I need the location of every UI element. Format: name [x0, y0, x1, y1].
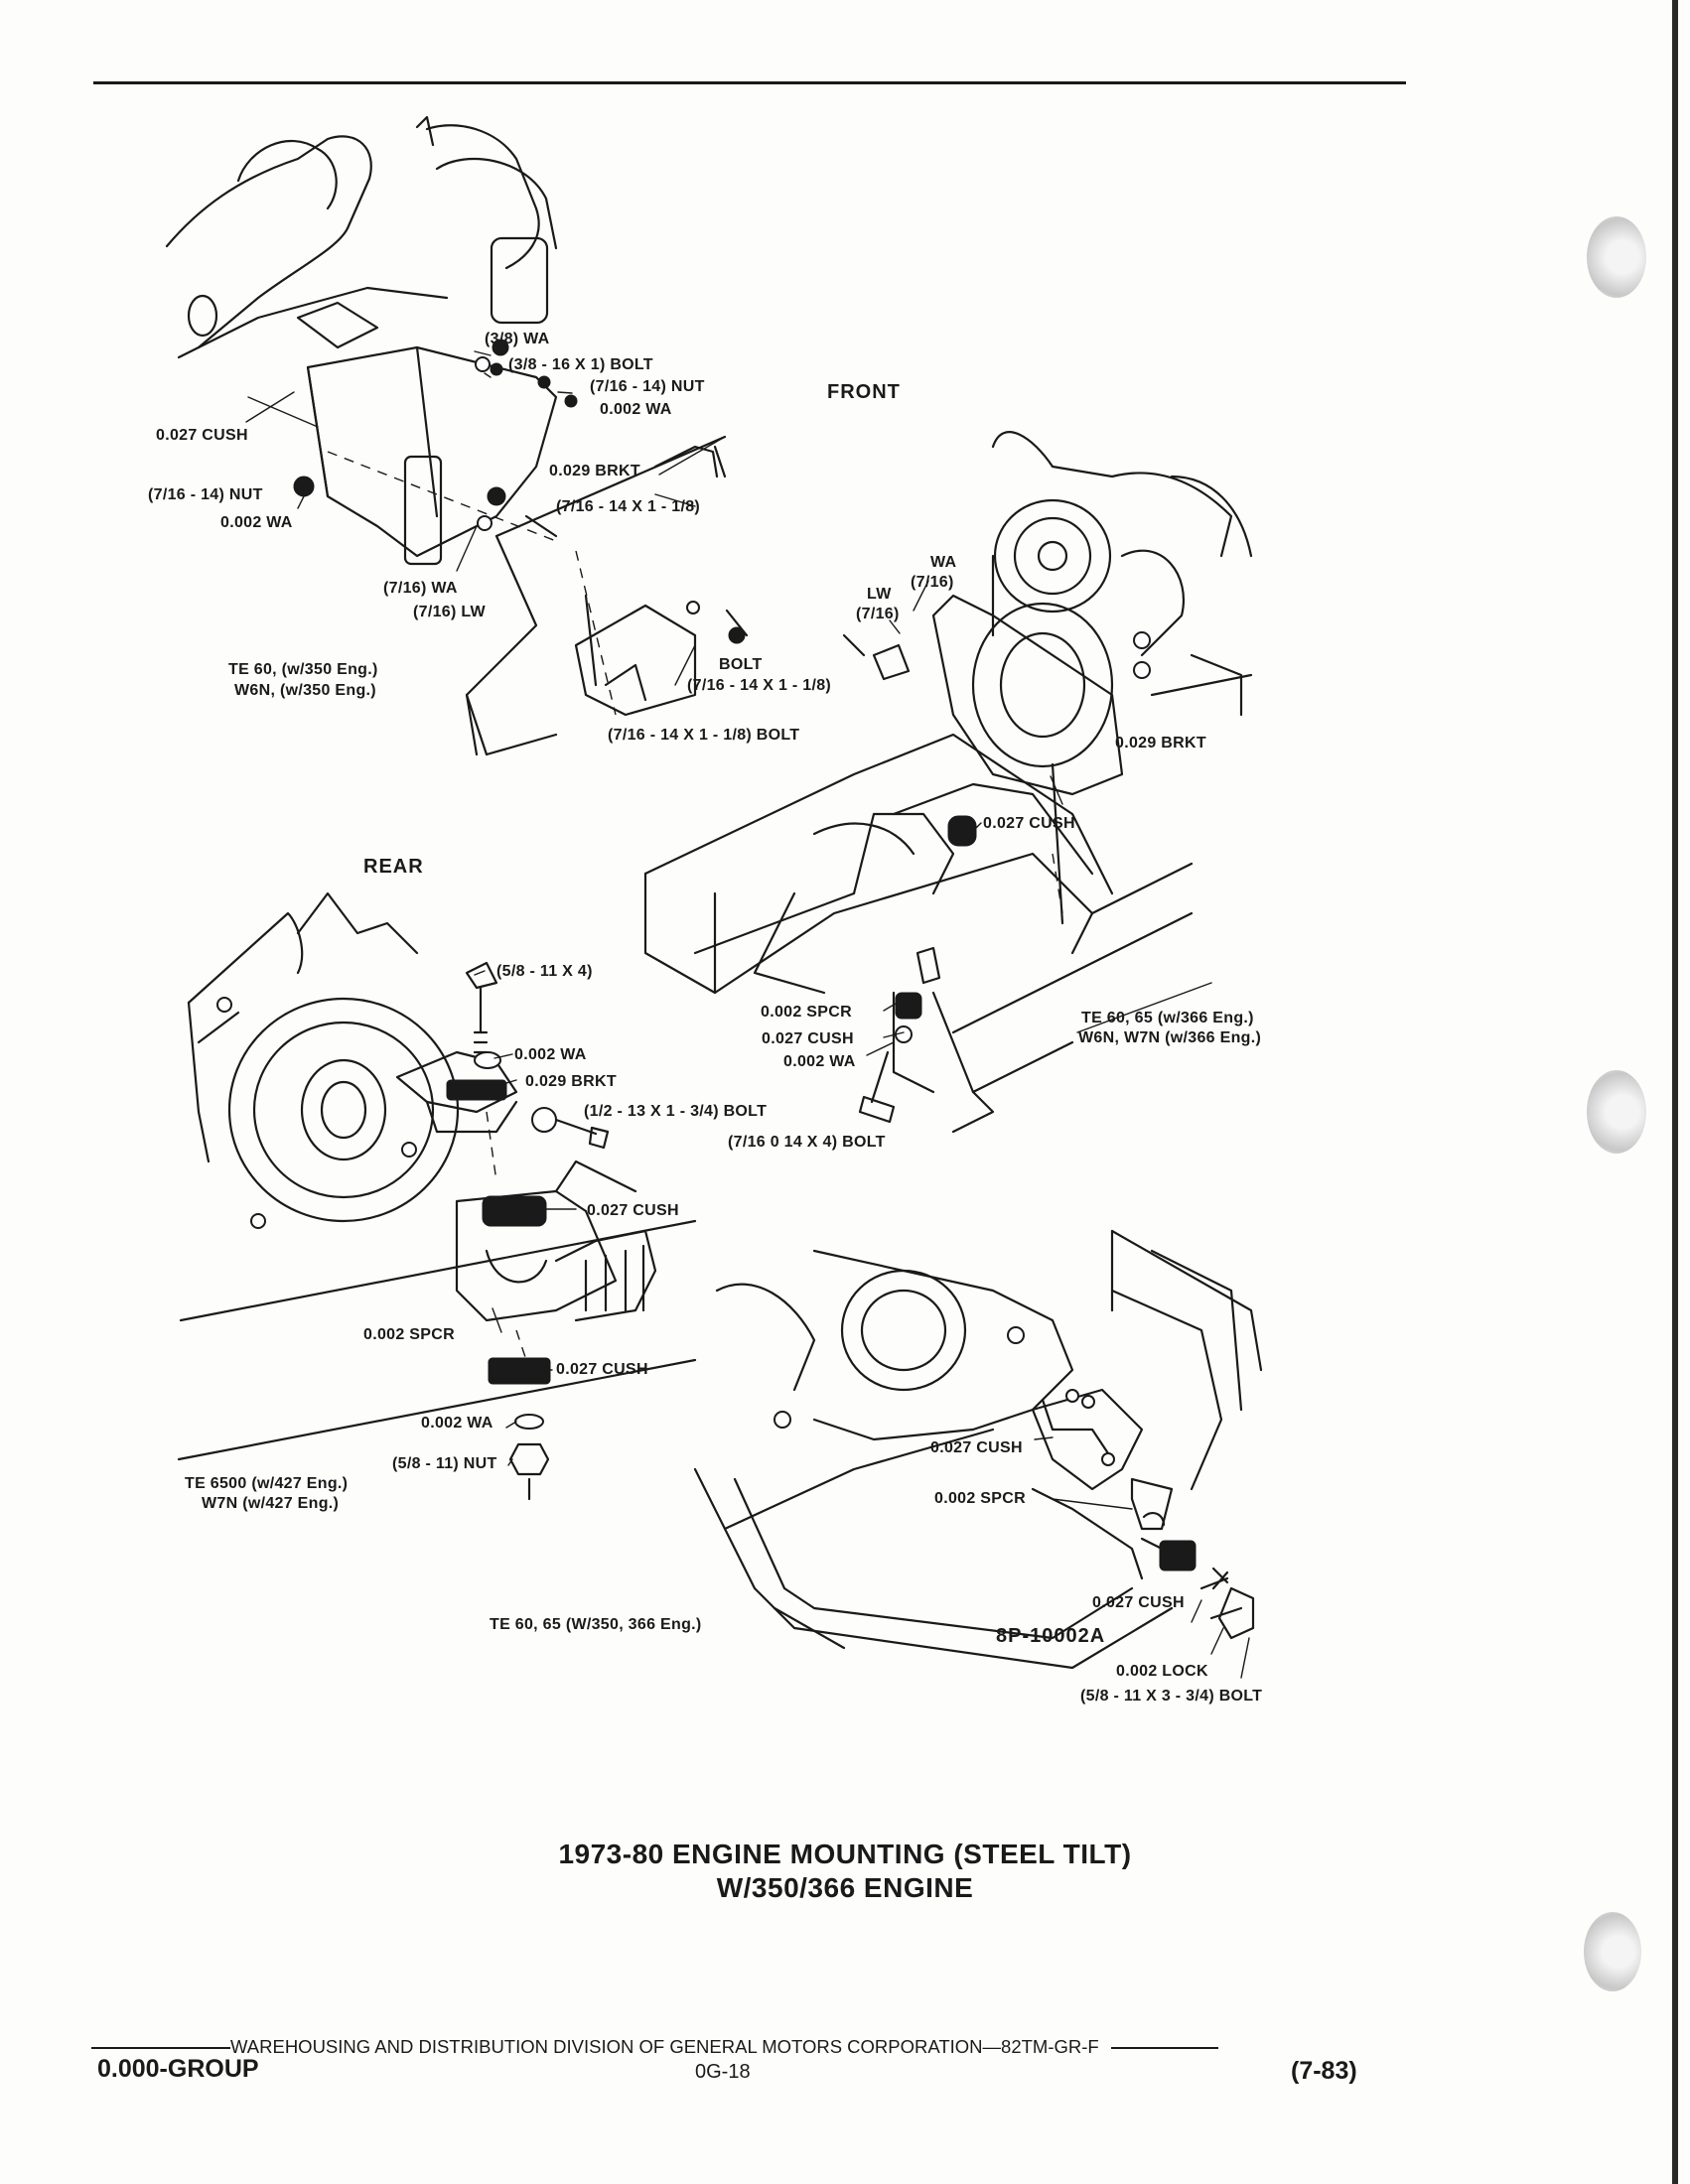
front-mount-366-leaders	[866, 580, 1212, 1056]
label-wa-002-b: 0.002 WA	[220, 514, 293, 531]
label-lw-size: (7/16)	[856, 606, 900, 622]
label-wa: WA	[930, 554, 957, 571]
label-size-5-8: (5/8 - 11 X 4)	[496, 963, 593, 980]
label-nut-7-16-a: (7/16 - 14) NUT	[590, 378, 705, 395]
label-model-366-line2: W6N, W7N (w/366 Eng.)	[1078, 1029, 1261, 1046]
footer-rule-right	[1110, 2047, 1218, 2050]
label-nut-7-16-b: (7/16 - 14) NUT	[148, 486, 263, 503]
front-mount-350-drawing	[165, 115, 749, 756]
label-model-350-366: TE 60, 65 (W/350, 366 Eng.)	[490, 1616, 702, 1633]
front-header: FRONT	[827, 381, 901, 403]
label-model-427-line2: W7N (w/427 Eng.)	[202, 1495, 339, 1512]
figure-title-line1: 1973-80 ENGINE MOUNTING (STEEL TILT)	[558, 1839, 1132, 1869]
label-lock-002: 0.002 LOCK	[1116, 1663, 1208, 1680]
rear-header: REAR	[363, 856, 424, 878]
label-bolt-7-16: (7/16 - 14 X 1 - 1/8) BOLT	[608, 727, 799, 744]
label-wa-002-bl2: 0.002 WA	[421, 1415, 493, 1432]
label-wa-3-8: (3/8) WA	[485, 331, 550, 347]
label-cush-027-r2: 0.027 CUSH	[762, 1030, 854, 1047]
footer-group: 0.000-GROUP	[97, 2055, 259, 2083]
label-bolt-5-8: (5/8 - 11 X 3 - 3/4) BOLT	[1080, 1688, 1262, 1705]
label-cush-027-bl2: 0.027 CUSH	[556, 1361, 648, 1378]
front-mount-366-drawing	[643, 431, 1253, 1134]
rear-mount-350-366-drawing	[693, 1229, 1263, 1670]
label-lw-7-16: (7/16) LW	[413, 604, 487, 620]
label-model-350-line1: TE 60, (w/350 Eng.)	[228, 661, 378, 678]
label-size-7-16-b: (7/16 - 14 X 1 - 1/8)	[687, 677, 831, 694]
punch-hole-middle	[1587, 1070, 1646, 1154]
label-lw: LW	[867, 586, 892, 603]
label-wa-7-16: (7/16) WA	[383, 580, 458, 597]
label-bolt: BOLT	[719, 656, 763, 673]
footer-page-number: 0G-18	[695, 2061, 751, 2083]
label-brkt-029: 0.029 BRKT	[549, 463, 640, 479]
label-size-7-16-a: (7/16 - 14 X 1 - 1/8)	[556, 498, 700, 515]
punch-hole-bottom	[1584, 1912, 1641, 1991]
label-spcr-002-r: 0.002 SPCR	[761, 1004, 852, 1021]
footer-publisher-text: WAREHOUSING AND DISTRIBUTION DIVISION OF…	[230, 2036, 1099, 2057]
figure-id: 8P-10002A	[996, 1625, 1106, 1647]
label-cush-027-br2: 0.027 CUSH	[1092, 1594, 1185, 1611]
label-model-350-line2: W6N, (w/350 Eng.)	[234, 682, 376, 699]
label-bolt-1-2: (1/2 - 13 X 1 - 3/4) BOLT	[584, 1103, 767, 1120]
label-wa-002-r: 0.002 WA	[783, 1053, 856, 1070]
label-bolt-7-16-r: (7/16 0 14 X 4) BOLT	[728, 1134, 886, 1151]
label-wa-002-bl: 0.002 WA	[514, 1046, 587, 1063]
punch-hole-top	[1587, 216, 1646, 298]
header-rule	[93, 81, 1406, 84]
rear-mount-350-366-leaders	[1034, 1436, 1250, 1679]
label-spcr-002-bl: 0.002 SPCR	[363, 1326, 455, 1343]
label-cush-027-br: 0.027 CUSH	[930, 1439, 1023, 1456]
rear-mount-427-leaders	[474, 970, 577, 1466]
label-bolt-3-8: (3/8 - 16 X 1) BOLT	[508, 356, 653, 373]
label-cush-027-bl: 0.027 CUSH	[587, 1202, 679, 1219]
binder-edge	[1672, 0, 1678, 2184]
label-cush-027-r: 0.027 CUSH	[983, 815, 1075, 832]
label-cush-027: 0.027 CUSH	[156, 427, 248, 444]
rear-mount-427-drawing	[177, 891, 697, 1501]
label-wa-002-a: 0.002 WA	[600, 401, 672, 418]
footer-revision: (7-83)	[1291, 2057, 1357, 2085]
label-model-366-line1: TE 60, 65 (w/366 Eng.)	[1081, 1010, 1254, 1026]
label-nut-5-8: (5/8 - 11) NUT	[392, 1455, 497, 1472]
footer-publisher: WAREHOUSING AND DISTRIBUTION DIVISION OF…	[91, 2036, 1372, 2058]
footer-rule-left	[91, 2047, 230, 2050]
front-mount-350-leaders	[245, 350, 726, 686]
label-brkt-029-bl: 0.029 BRKT	[525, 1073, 617, 1090]
label-wa-size: (7/16)	[911, 574, 954, 591]
label-brkt-029-r: 0.029 BRKT	[1115, 735, 1206, 751]
label-model-427-line1: TE 6500 (w/427 Eng.)	[185, 1475, 348, 1492]
label-spcr-002-br: 0.002 SPCR	[934, 1490, 1026, 1507]
figure-title-line2: W/350/366 ENGINE	[716, 1872, 974, 1903]
